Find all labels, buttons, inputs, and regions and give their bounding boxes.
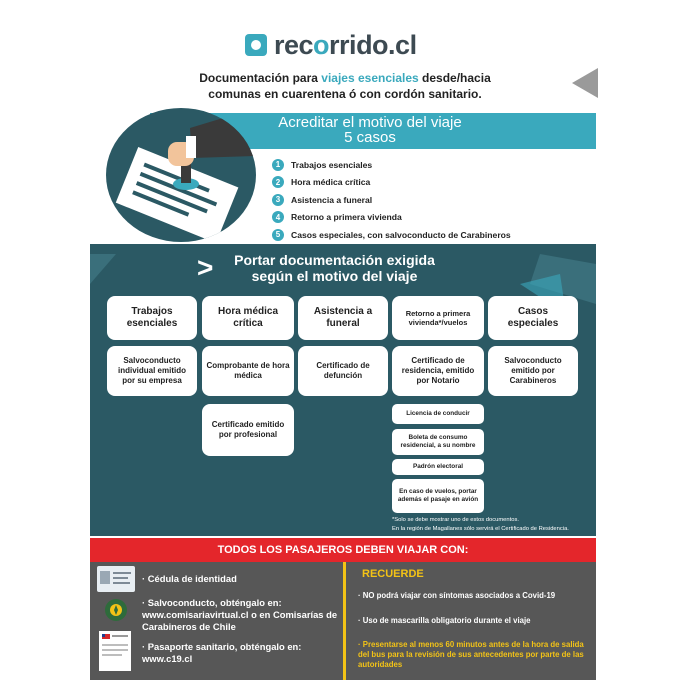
case-label: Asistencia a funeral — [291, 194, 373, 205]
remember-item: · NO podrá viajar con síntomas asociados… — [358, 591, 556, 600]
column-header-hora: Hora médica crítica — [202, 296, 294, 340]
brand-name: recorrido.cl — [274, 30, 417, 60]
headline: Documentación para viajes esenciales des… — [199, 71, 491, 101]
column-header-retorno: Retorno a primera vivienda*/vuelos — [392, 296, 484, 340]
carabineros-badge-icon — [105, 599, 127, 621]
doc-card: Padrón electoral — [392, 459, 484, 475]
case-number: 1 — [272, 158, 284, 171]
case-item: 2 Hora médica crítica — [272, 174, 511, 192]
remember-item: · Uso de mascarilla obligatorio durante … — [358, 616, 531, 625]
sanitary-passport-icon — [99, 631, 131, 671]
doc-card: Certificado de defunción — [298, 346, 388, 396]
remember-panel — [343, 562, 596, 680]
case-label: Retorno a primera vivienda — [291, 212, 402, 223]
case-number: 4 — [272, 211, 284, 224]
doc-card: Licencia de conducir — [392, 404, 484, 424]
requirement-safe-conduct: · Salvoconducto, obténgalo en: www.comis… — [142, 597, 338, 632]
logo-icon — [245, 34, 267, 56]
doc-card: En caso de vuelos, portar además el pasa… — [392, 479, 484, 513]
brand-logo: recorrido.cl — [245, 30, 417, 60]
column-header-funeral: Asistencia a funeral — [298, 296, 388, 340]
case-item: 3 Asistencia a funeral — [272, 191, 511, 209]
case-number: 3 — [272, 193, 284, 206]
remember-item: · Presentarse al menos 60 minutos antes … — [358, 640, 584, 669]
all-passengers-title: TODOS LOS PASAJEROS DEBEN VIAJAR CON: — [90, 538, 596, 562]
case-number: 2 — [272, 176, 284, 189]
id-card-icon — [97, 566, 135, 592]
case-label: Hora médica crítica — [291, 177, 371, 188]
column-header-trabajos: Trabajos esenciales — [107, 296, 197, 340]
cases-list: 1 Trabajos esenciales 2 Hora médica crític… — [272, 156, 511, 244]
doc-card: Certificado de residencia, emitido por N… — [392, 346, 484, 396]
case-number: 5 — [272, 228, 284, 241]
documents-footnote: *Solo se debe mostrar uno de estos docum… — [392, 517, 569, 532]
requirement-sanitary-passport: · Pasaporte sanitario, obténgalo en: www… — [142, 641, 302, 664]
requirement-id-card: · Cédula de identidad — [142, 573, 237, 584]
arrow-left-icon — [572, 68, 598, 98]
case-label: Trabajos esenciales — [291, 159, 373, 170]
doc-card: Comprobante de hora médica — [202, 346, 294, 396]
doc-card: Boleta de consumo residencial, a su nomb… — [392, 429, 484, 455]
case-item: 1 Trabajos esenciales — [272, 156, 511, 174]
chevron-right-icon: > — [197, 252, 214, 283]
stamp-document-icon — [106, 108, 256, 242]
case-label: Casos especiales, con salvoconducto de C… — [291, 229, 511, 240]
doc-card: Salvoconducto individual emitido por su … — [107, 346, 197, 396]
remember-title: RECUERDE — [362, 568, 424, 580]
doc-card: Salvoconducto emitido por Carabineros — [488, 346, 578, 396]
documents-title: Portar documentación exigida según el mo… — [234, 252, 435, 284]
accredit-title: Acreditar el motivo del viaje 5 casos — [278, 114, 462, 146]
case-item: 4 Retorno a primera vivienda — [272, 209, 511, 227]
column-header-especiales: Casos especiales — [488, 296, 578, 340]
case-item: 5 Casos especiales, con salvoconducto de … — [272, 226, 511, 244]
doc-card: Certificado emitido por profesional — [202, 404, 294, 456]
